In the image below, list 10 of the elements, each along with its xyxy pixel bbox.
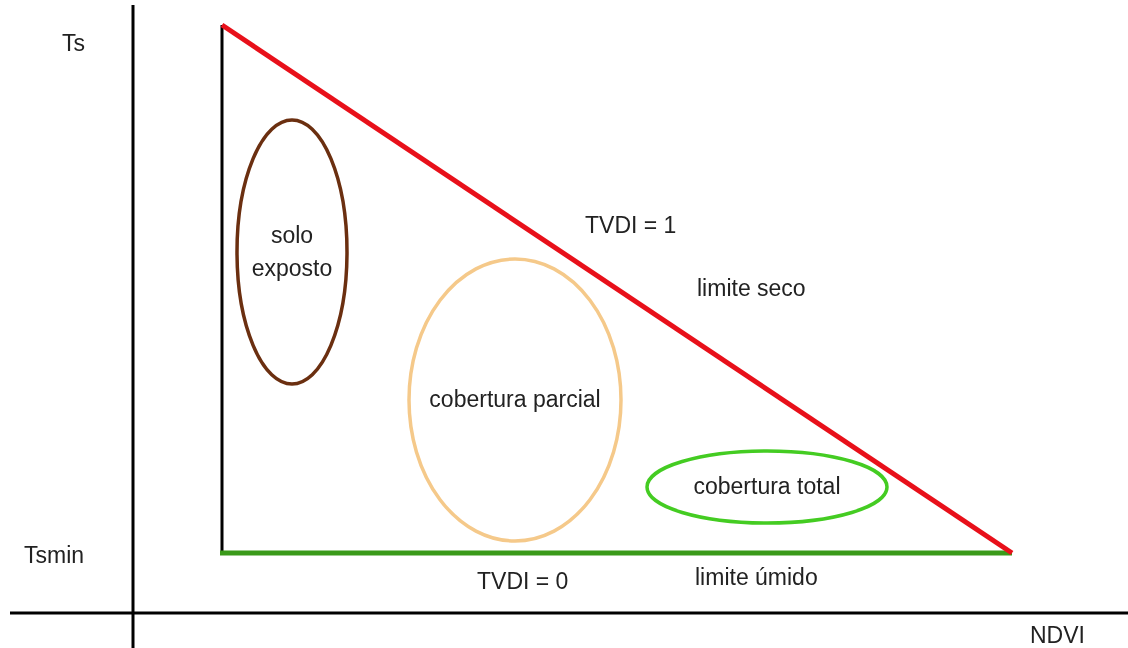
region-label: cobertura parcial (428, 385, 602, 415)
line-label: TVDI = 1 (585, 212, 677, 240)
axis-label: NDVI (1030, 622, 1085, 648)
line-label: limite úmido (695, 564, 818, 592)
region-label: cobertura total (692, 472, 842, 502)
line-label: TVDI = 0 (477, 568, 569, 596)
axis-label: Ts (62, 30, 85, 58)
axis-label: Tsmin (24, 542, 85, 570)
region-label: solo exposto (250, 220, 334, 283)
line-label: limite seco (697, 275, 806, 303)
